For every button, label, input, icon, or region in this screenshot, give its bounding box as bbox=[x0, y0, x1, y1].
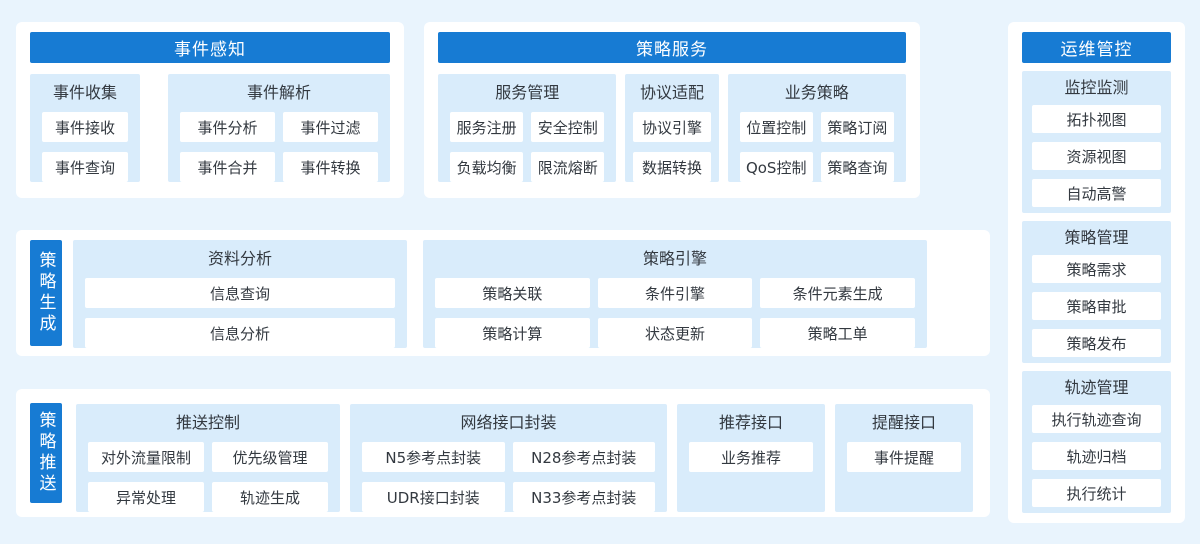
cell-policy-ticket: 策略工单 bbox=[760, 318, 915, 348]
group-cells: 事件提醒 bbox=[847, 442, 961, 472]
cell-event-filter: 事件过滤 bbox=[283, 112, 378, 142]
cell-policy-approval: 策略审批 bbox=[1032, 292, 1161, 320]
cell-n33-ref-encap: N33参考点封装 bbox=[512, 482, 655, 512]
cell-condition-element-gen: 条件元素生成 bbox=[760, 278, 915, 308]
cell-service-register: 服务注册 bbox=[450, 112, 524, 142]
cell-auto-alarm: 自动高警 bbox=[1032, 179, 1161, 207]
cell-event-remind: 事件提醒 bbox=[847, 442, 961, 472]
group-event-collection: 事件收集 事件接收 事件查询 bbox=[30, 74, 140, 182]
cell-event-transform: 事件转换 bbox=[283, 152, 378, 182]
group-cells: 策略关联 条件引擎 条件元素生成 策略计算 状态更新 策略工单 bbox=[435, 278, 915, 348]
group-title: 业务策略 bbox=[784, 83, 849, 102]
cell-policy-compute: 策略计算 bbox=[435, 318, 590, 348]
group-cells: 拓扑视图 资源视图 自动高警 bbox=[1032, 105, 1161, 207]
group-service-management: 服务管理 服务注册 安全控制 负载均衡 限流熔断 bbox=[438, 74, 617, 182]
cell-location-control: 位置控制 bbox=[739, 112, 813, 142]
policy-service-header: 策略服务 bbox=[438, 32, 906, 63]
group-title: 资料分析 bbox=[207, 249, 272, 268]
group-cells: 执行轨迹查询 轨迹归档 执行统计 bbox=[1032, 405, 1161, 507]
card-ops-management: 运维管控 监控监测 拓扑视图 资源视图 自动高警 策略管理 策略需求 策略审批 … bbox=[1008, 22, 1185, 523]
group-push-control: 推送控制 对外流量限制 优先级管理 异常处理 轨迹生成 bbox=[76, 404, 340, 512]
cell-status-update: 状态更新 bbox=[597, 318, 753, 348]
cell-external-traffic-limit: 对外流量限制 bbox=[88, 442, 204, 472]
ops-management-header: 运维管控 bbox=[1022, 32, 1171, 63]
group-business-policy: 业务策略 位置控制 策略订阅 QoS控制 策略查询 bbox=[727, 74, 907, 182]
group-policy-engine: 策略引擎 策略关联 条件引擎 条件元素生成 策略计算 状态更新 策略工单 bbox=[423, 240, 927, 348]
cell-exec-trace-query: 执行轨迹查询 bbox=[1032, 405, 1161, 433]
group-cells: 服务注册 安全控制 负载均衡 限流熔断 bbox=[450, 112, 605, 182]
cell-n5-ref-encap: N5参考点封装 bbox=[362, 442, 505, 472]
group-policy-management: 策略管理 策略需求 策略审批 策略发布 bbox=[1022, 221, 1171, 363]
group-title: 协议适配 bbox=[640, 83, 705, 102]
policy-generation-groups: 资料分析 信息查询 信息分析 策略引擎 策略关联 条件引擎 条件元素生成 策略计… bbox=[73, 240, 990, 348]
policy-push-label: 策略推送 bbox=[30, 403, 62, 503]
cell-trace-generation: 轨迹生成 bbox=[212, 482, 328, 512]
group-trace-management: 轨迹管理 执行轨迹查询 轨迹归档 执行统计 bbox=[1022, 371, 1171, 513]
cell-topology-view: 拓扑视图 bbox=[1032, 105, 1161, 133]
group-network-interface-encapsulation: 网络接口封装 N5参考点封装 N28参考点封装 UDR接口封装 N33参考点封装 bbox=[350, 404, 667, 512]
group-title: 轨迹管理 bbox=[1064, 378, 1129, 397]
group-protocol-adaptation: 协议适配 协议引擎 数据转换 bbox=[625, 74, 719, 182]
cell-event-merge: 事件合并 bbox=[180, 152, 275, 182]
group-cells: 事件接收 事件查询 bbox=[42, 112, 128, 182]
group-remind-interface: 提醒接口 事件提醒 bbox=[835, 404, 973, 512]
policy-generation-label: 策略生成 bbox=[30, 240, 62, 346]
card-event-perception: 事件感知 事件收集 事件接收 事件查询 事件解析 事件分析 事件过滤 事件合并 … bbox=[16, 22, 404, 198]
group-title: 策略管理 bbox=[1064, 228, 1129, 247]
card-policy-generation: 策略生成 资料分析 信息查询 信息分析 策略引擎 策略关联 条件引擎 条件元素生… bbox=[16, 230, 990, 356]
group-data-analysis: 资料分析 信息查询 信息分析 bbox=[73, 240, 407, 348]
group-cells: 策略需求 策略审批 策略发布 bbox=[1032, 255, 1161, 357]
group-cells: 对外流量限制 优先级管理 异常处理 轨迹生成 bbox=[88, 442, 328, 512]
group-cells: 协议引擎 数据转换 bbox=[633, 112, 711, 182]
event-perception-groups: 事件收集 事件接收 事件查询 事件解析 事件分析 事件过滤 事件合并 事件转换 bbox=[30, 74, 390, 182]
cell-exec-statistics: 执行统计 bbox=[1032, 479, 1161, 507]
card-policy-service: 策略服务 服务管理 服务注册 安全控制 负载均衡 限流熔断 协议适配 协议引擎 … bbox=[424, 22, 920, 198]
cell-priority-management: 优先级管理 bbox=[212, 442, 328, 472]
policy-push-groups: 推送控制 对外流量限制 优先级管理 异常处理 轨迹生成 网络接口封装 N5参考点… bbox=[76, 404, 990, 512]
cell-n28-ref-encap: N28参考点封装 bbox=[512, 442, 655, 472]
group-cells: N5参考点封装 N28参考点封装 UDR接口封装 N33参考点封装 bbox=[362, 442, 655, 512]
group-title: 服务管理 bbox=[495, 83, 560, 102]
card-policy-push: 策略推送 推送控制 对外流量限制 优先级管理 异常处理 轨迹生成 网络接口封装 … bbox=[16, 389, 990, 517]
cell-event-query: 事件查询 bbox=[42, 152, 128, 182]
cell-business-recommend: 业务推荐 bbox=[689, 442, 813, 472]
cell-resource-view: 资源视图 bbox=[1032, 142, 1161, 170]
cell-security-control: 安全控制 bbox=[531, 112, 605, 142]
group-cells: 位置控制 策略订阅 QoS控制 策略查询 bbox=[739, 112, 895, 182]
cell-protocol-engine: 协议引擎 bbox=[633, 112, 711, 142]
group-title: 事件解析 bbox=[246, 83, 311, 102]
group-title: 网络接口封装 bbox=[460, 413, 557, 432]
cell-load-balance: 负载均衡 bbox=[450, 152, 524, 182]
group-cells: 业务推荐 bbox=[689, 442, 813, 472]
cell-policy-release: 策略发布 bbox=[1032, 329, 1161, 357]
group-title: 策略引擎 bbox=[642, 249, 707, 268]
cell-policy-association: 策略关联 bbox=[435, 278, 590, 308]
cell-policy-query: 策略查询 bbox=[820, 152, 895, 182]
cell-trace-archive: 轨迹归档 bbox=[1032, 442, 1161, 470]
group-title: 监控监测 bbox=[1064, 78, 1129, 97]
cell-exception-handling: 异常处理 bbox=[88, 482, 204, 512]
cell-info-query: 信息查询 bbox=[85, 278, 395, 308]
group-title: 事件收集 bbox=[52, 83, 117, 102]
cell-qos-control: QoS控制 bbox=[739, 152, 813, 182]
cell-info-analysis: 信息分析 bbox=[85, 318, 395, 348]
group-monitoring: 监控监测 拓扑视图 资源视图 自动高警 bbox=[1022, 71, 1171, 213]
group-recommend-interface: 推荐接口 业务推荐 bbox=[677, 404, 825, 512]
group-title: 推荐接口 bbox=[718, 413, 783, 432]
group-title: 提醒接口 bbox=[871, 413, 936, 432]
cell-rate-limit: 限流熔断 bbox=[531, 152, 605, 182]
cell-policy-demand: 策略需求 bbox=[1032, 255, 1161, 283]
group-title: 推送控制 bbox=[175, 413, 240, 432]
group-cells: 信息查询 信息分析 bbox=[85, 278, 395, 348]
cell-udr-if-encap: UDR接口封装 bbox=[362, 482, 505, 512]
cell-event-receive: 事件接收 bbox=[42, 112, 128, 142]
cell-data-transform: 数据转换 bbox=[633, 152, 711, 182]
cell-policy-subscribe: 策略订阅 bbox=[820, 112, 895, 142]
policy-service-groups: 服务管理 服务注册 安全控制 负载均衡 限流熔断 协议适配 协议引擎 数据转换 … bbox=[438, 74, 907, 182]
event-perception-header: 事件感知 bbox=[30, 32, 390, 63]
group-cells: 事件分析 事件过滤 事件合并 事件转换 bbox=[180, 112, 378, 182]
cell-event-analysis: 事件分析 bbox=[180, 112, 275, 142]
group-event-parsing: 事件解析 事件分析 事件过滤 事件合并 事件转换 bbox=[168, 74, 390, 182]
cell-condition-engine: 条件引擎 bbox=[597, 278, 753, 308]
